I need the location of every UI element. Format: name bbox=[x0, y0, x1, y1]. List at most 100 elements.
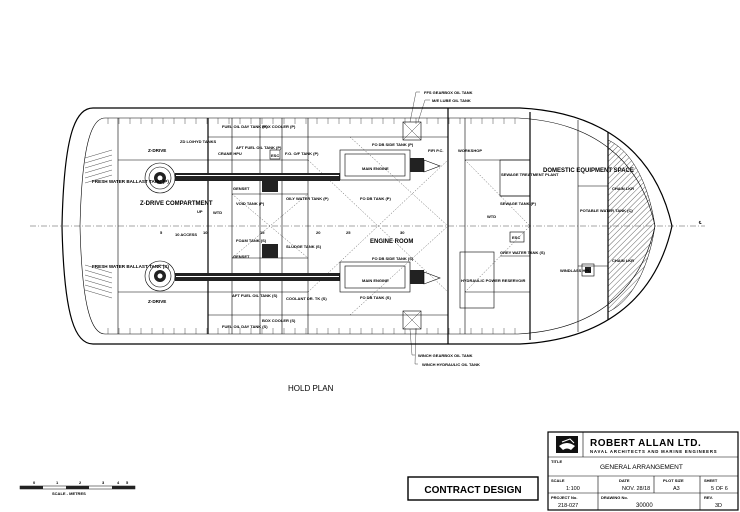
label-grey-water: GREY WATER TANK (S) bbox=[500, 250, 546, 255]
scale-value: 1:100 bbox=[566, 486, 580, 492]
label-void-tank: VOID TANK (P) bbox=[236, 201, 265, 206]
label-access: 10 ACCESS bbox=[175, 232, 197, 237]
callout-leaders bbox=[409, 91, 430, 365]
scale-tick-label: 0 bbox=[33, 480, 36, 485]
label-oily-water: OILY WATER TANK (P) bbox=[286, 196, 329, 201]
scale-caption: SCALE - METRES bbox=[52, 491, 86, 496]
frame-numbers: 5 10 15 20 25 30 bbox=[160, 230, 405, 235]
plot-size-value: A3 bbox=[673, 486, 680, 492]
label-sludge: SLUDGE TANK (S) bbox=[286, 244, 322, 249]
label-fo-db-tank-s: FO DB TANK (S) bbox=[360, 295, 391, 300]
label-main-engine-s: MAIN ENGINE bbox=[362, 278, 389, 283]
main-engine-starboard bbox=[339, 261, 441, 293]
company-name: ROBERT ALLAN LTD. bbox=[590, 438, 701, 449]
label-chain-locker-s: CHAIN LKR bbox=[612, 258, 634, 263]
label-wtd-fwd: WTD bbox=[487, 214, 496, 219]
label-aft-fuel-s: AFT FUEL OIL TANK (S) bbox=[232, 293, 278, 298]
forepeak-hatch bbox=[607, 139, 656, 313]
frame-number: 5 bbox=[160, 230, 163, 235]
hydraulic-reservoir-box bbox=[459, 251, 495, 309]
frame-number: 25 bbox=[346, 230, 351, 235]
bulkheads bbox=[117, 108, 609, 344]
label-fuel-day-p: FUEL OIL DAY TANK (P) bbox=[222, 124, 268, 129]
label-z-drive-p: Z-DRIVE bbox=[148, 148, 166, 153]
plot-size-label: PLOT SIZE bbox=[663, 478, 684, 483]
scale-label: SCALE bbox=[551, 478, 565, 483]
label-fo-db-p: FO DB SIDE TANK (P) bbox=[372, 142, 414, 147]
frame-ticks bbox=[84, 118, 516, 334]
label-z-drive-compartment: Z-DRIVE COMPARTMENT bbox=[140, 201, 213, 207]
contract-design-text: CONTRACT DESIGN bbox=[424, 485, 521, 496]
frame-number: 15 bbox=[260, 230, 265, 235]
label-me-lube: M/E LUBE OIL TANK bbox=[432, 98, 471, 103]
label-esc-aft: ESC bbox=[271, 153, 279, 158]
label-up: UP bbox=[197, 209, 203, 214]
label-wtd-aft: WTD bbox=[213, 210, 222, 215]
label-coolant: COOLANT DR. TK (S) bbox=[286, 296, 327, 301]
scale-tick-label: 2 bbox=[79, 480, 82, 485]
sheet-value: 5 OF 6 bbox=[711, 486, 728, 492]
genset-starboard-unit bbox=[262, 244, 278, 258]
label-main-engine-p: MAIN ENGINE bbox=[362, 166, 389, 171]
project-label: PROJECT No. bbox=[551, 495, 577, 500]
date-value: NOV. 28/18 bbox=[622, 486, 650, 492]
rev-label: REV. bbox=[704, 495, 713, 500]
label-fresh-water-p: FRESH WATER BALLAST TANK (P) bbox=[92, 179, 169, 184]
drawing-no-value: 30000 bbox=[636, 503, 653, 509]
label-windlass-hpu: WINDLASS HPU bbox=[560, 268, 591, 273]
shaftlines bbox=[175, 173, 340, 281]
esc-box-fwd bbox=[509, 231, 525, 243]
label-box-cooler-s: BOX COOLER (S) bbox=[262, 318, 296, 323]
windlass-hpu-box bbox=[581, 263, 595, 277]
label-ffs-gearbox: FFS GEARBOX OIL TANK bbox=[424, 90, 473, 95]
frame-number: 10 bbox=[203, 230, 208, 235]
company-tagline: NAVAL ARCHITECTS AND MARINE ENGINEERS bbox=[590, 449, 717, 454]
date-label: DATE bbox=[619, 478, 630, 483]
label-potable-water: POTABLE WATER TANK (C) bbox=[580, 208, 633, 213]
label-chain-locker-p: CHAIN LKR bbox=[612, 186, 634, 191]
label-fo-db-s: FO DB SIDE TANK (S) bbox=[372, 256, 414, 261]
label-fo-overflow: F.O. O/F TANK (P) bbox=[285, 151, 319, 156]
label-fuel-day-s: FUEL OIL DAY TANK (S) bbox=[222, 324, 268, 329]
engine-room-diagonals bbox=[231, 136, 531, 316]
title-block: ROBERT ALLAN LTD. NAVAL ARCHITECTS AND M… bbox=[547, 431, 739, 511]
label-workshop: WORKSHOP bbox=[458, 148, 482, 153]
label-winch-gearbox: WINCH GEARBOX OIL TANK bbox=[418, 353, 473, 358]
label-crane-hpu: CRANE HPU bbox=[218, 151, 242, 156]
label-genset-s: GENSET bbox=[233, 254, 250, 259]
label-box-cooler-p: BOX COOLER (P) bbox=[262, 124, 296, 129]
main-engine-port bbox=[339, 149, 441, 181]
genset-port-unit bbox=[262, 178, 278, 192]
sheet-label: SHEET bbox=[704, 478, 718, 483]
esc-box-aft bbox=[269, 149, 281, 160]
label-genset-p: GENSET bbox=[233, 186, 250, 191]
x-tanks bbox=[402, 121, 422, 330]
label-hydraulic-reservoir: HYDRAULIC POWER RESERVOIR bbox=[461, 278, 525, 283]
label-fresh-water-s: FRESH WATER BALLAST TANK (S) bbox=[92, 264, 169, 269]
label-zd-lo-tanks: ZD LO/HYD TANKS bbox=[180, 139, 216, 144]
frame-number: 30 bbox=[400, 230, 405, 235]
contract-design-stamp: CONTRACT DESIGN bbox=[407, 476, 539, 501]
label-fifi-pump: FIFI P.C. bbox=[428, 148, 443, 153]
scale-tick-label: 4 bbox=[117, 480, 120, 485]
label-foam-tank: FOAM TANK (S) bbox=[236, 238, 267, 243]
compartment-labels: FRESH WATER BALLAST TANK (P) FRESH WATER… bbox=[92, 90, 634, 367]
project-value: 218-027 bbox=[558, 503, 578, 509]
z-drive-port bbox=[144, 162, 176, 194]
label-aft-fuel-p: AFT FUEL OIL TANK (P) bbox=[236, 145, 282, 150]
scale-bar: 0 1 2 3 4 5 SCALE - METRES bbox=[19, 480, 136, 496]
label-domestic-space: DOMESTIC EQUIPMENT SPACE bbox=[543, 168, 634, 174]
windlass-hpu-core bbox=[585, 267, 591, 273]
drawing-title: GENERAL ARRANGEMENT bbox=[600, 464, 683, 471]
title-label: TITLE bbox=[551, 459, 562, 464]
scale-tick-label: 5 bbox=[126, 480, 129, 485]
drawing-no-label: DRAWING No. bbox=[601, 495, 628, 500]
z-drive-starboard bbox=[144, 260, 176, 292]
scale-tick-label: 1 bbox=[56, 480, 59, 485]
scale-tick-label: 3 bbox=[102, 480, 105, 485]
label-esc-fwd: ESC bbox=[512, 235, 520, 240]
centerline-mark: ℄ bbox=[698, 220, 702, 225]
label-sewage-tank: SEWAGE TANK (P) bbox=[500, 201, 537, 206]
label-z-drive-s: Z-DRIVE bbox=[148, 299, 166, 304]
label-engine-room: ENGINE ROOM bbox=[370, 239, 413, 245]
